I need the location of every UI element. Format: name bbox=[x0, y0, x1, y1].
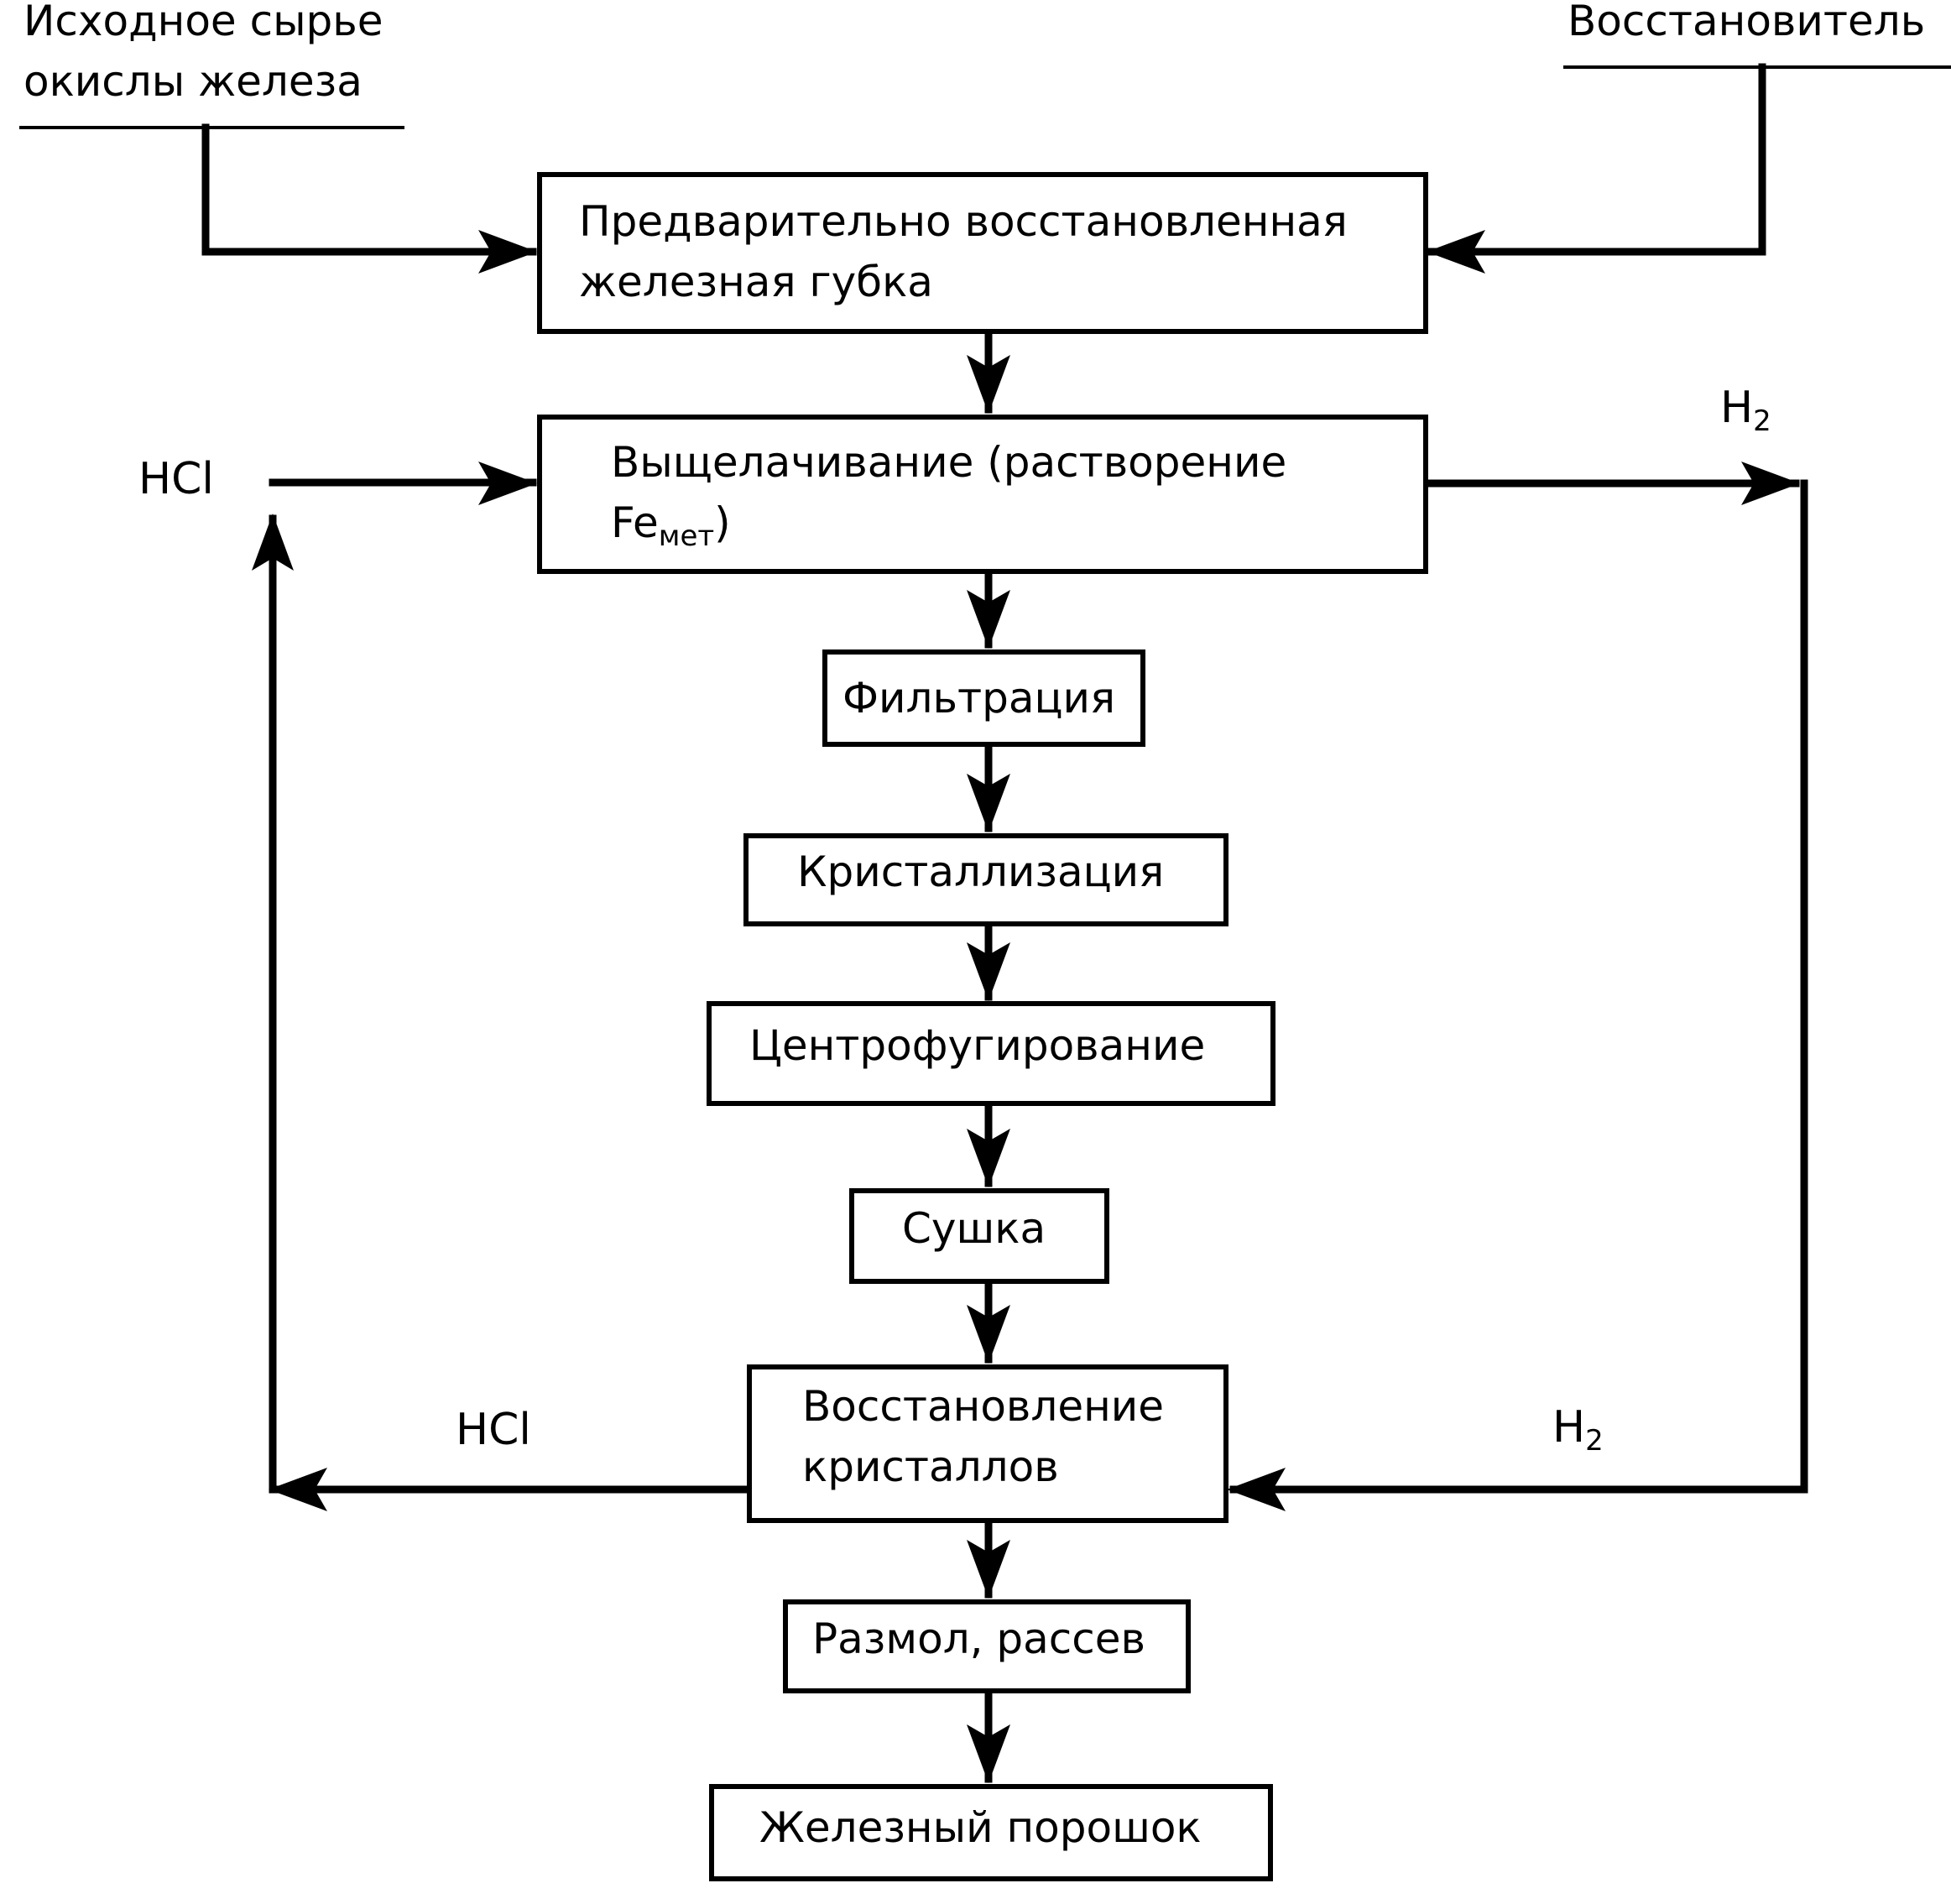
arrowhead-reductant-feed bbox=[1427, 230, 1485, 274]
arrowhead-to-powder bbox=[967, 1724, 1010, 1783]
leaching-fe-subscript: мет bbox=[658, 519, 715, 553]
box-sponge bbox=[537, 172, 1428, 334]
box-crystallization bbox=[743, 833, 1229, 926]
arrowhead-to-reduction bbox=[967, 1305, 1010, 1364]
hcl-bottom-label: HCl bbox=[456, 1405, 531, 1455]
box-powder bbox=[709, 1784, 1273, 1881]
arrowhead-to-milling bbox=[967, 1540, 1010, 1599]
box-drying bbox=[849, 1188, 1109, 1284]
sponge-text-line1: Предварительно восстановленная bbox=[579, 197, 1348, 246]
arrowhead-to-crystallization bbox=[967, 774, 1010, 832]
arrowhead-hcl-to-leaching bbox=[478, 462, 537, 505]
milling-text: Размол, рассев bbox=[812, 1614, 1146, 1663]
arrowhead-h2-right bbox=[1741, 462, 1800, 505]
arrowhead-hcl-left bbox=[269, 1468, 327, 1511]
sponge-text-line2: железная губка bbox=[579, 258, 933, 306]
powder-text: Железный порошок bbox=[759, 1803, 1202, 1852]
reduction-text-line2: кристаллов bbox=[802, 1442, 1059, 1491]
leaching-fe: Fe bbox=[611, 498, 659, 547]
leaching-text-line1: Выщелачивание (растворение bbox=[611, 438, 1287, 487]
filtration-text: Фильтрация bbox=[842, 674, 1116, 722]
drying-text: Сушка bbox=[902, 1204, 1046, 1253]
h2-return-line bbox=[1229, 479, 1808, 1494]
h2-top-symbol: H bbox=[1720, 383, 1754, 433]
h2-top-subscript: 2 bbox=[1753, 404, 1771, 438]
arrowhead-to-filtration bbox=[967, 590, 1010, 649]
reductant-feed-arrow bbox=[1427, 63, 1766, 256]
arrowhead-to-drying bbox=[967, 1129, 1010, 1187]
centrifugation-text: Центрофугирование bbox=[749, 1021, 1206, 1070]
reduction-text-line1: Восстановление bbox=[802, 1382, 1165, 1431]
hcl-return-line bbox=[269, 514, 751, 1494]
h2-bottom-symbol: H bbox=[1552, 1402, 1586, 1453]
arrowhead-raw-feed bbox=[478, 230, 537, 274]
leaching-text-line2: Feмет) bbox=[611, 493, 731, 553]
raw-material-feed-arrow bbox=[201, 123, 537, 256]
box-leaching bbox=[537, 415, 1428, 574]
arrowhead-h2-to-reduction bbox=[1227, 1468, 1286, 1511]
box-milling bbox=[783, 1599, 1191, 1693]
arrowhead-to-leaching bbox=[967, 355, 1010, 414]
leaching-paren: ) bbox=[714, 498, 731, 547]
box-reduction bbox=[747, 1364, 1229, 1523]
h2-top-label: H2 bbox=[1720, 383, 1771, 436]
reductant-label: Восстановитель bbox=[1568, 0, 1926, 45]
raw-material-label-line2: окислы железа bbox=[23, 57, 363, 106]
h2-bottom-label: H2 bbox=[1552, 1406, 1604, 1455]
h2-bottom-subscript: 2 bbox=[1585, 1424, 1604, 1458]
arrowhead-hcl-up bbox=[252, 514, 294, 571]
box-filtration bbox=[822, 649, 1145, 747]
raw-material-label-line1: Исходное сырье bbox=[23, 0, 383, 45]
box-centrifugation bbox=[707, 1001, 1275, 1106]
arrowhead-to-centrifugation bbox=[967, 942, 1010, 1001]
crystallization-text: Кристаллизация bbox=[797, 848, 1165, 896]
hcl-top-label: HCl bbox=[138, 454, 214, 504]
